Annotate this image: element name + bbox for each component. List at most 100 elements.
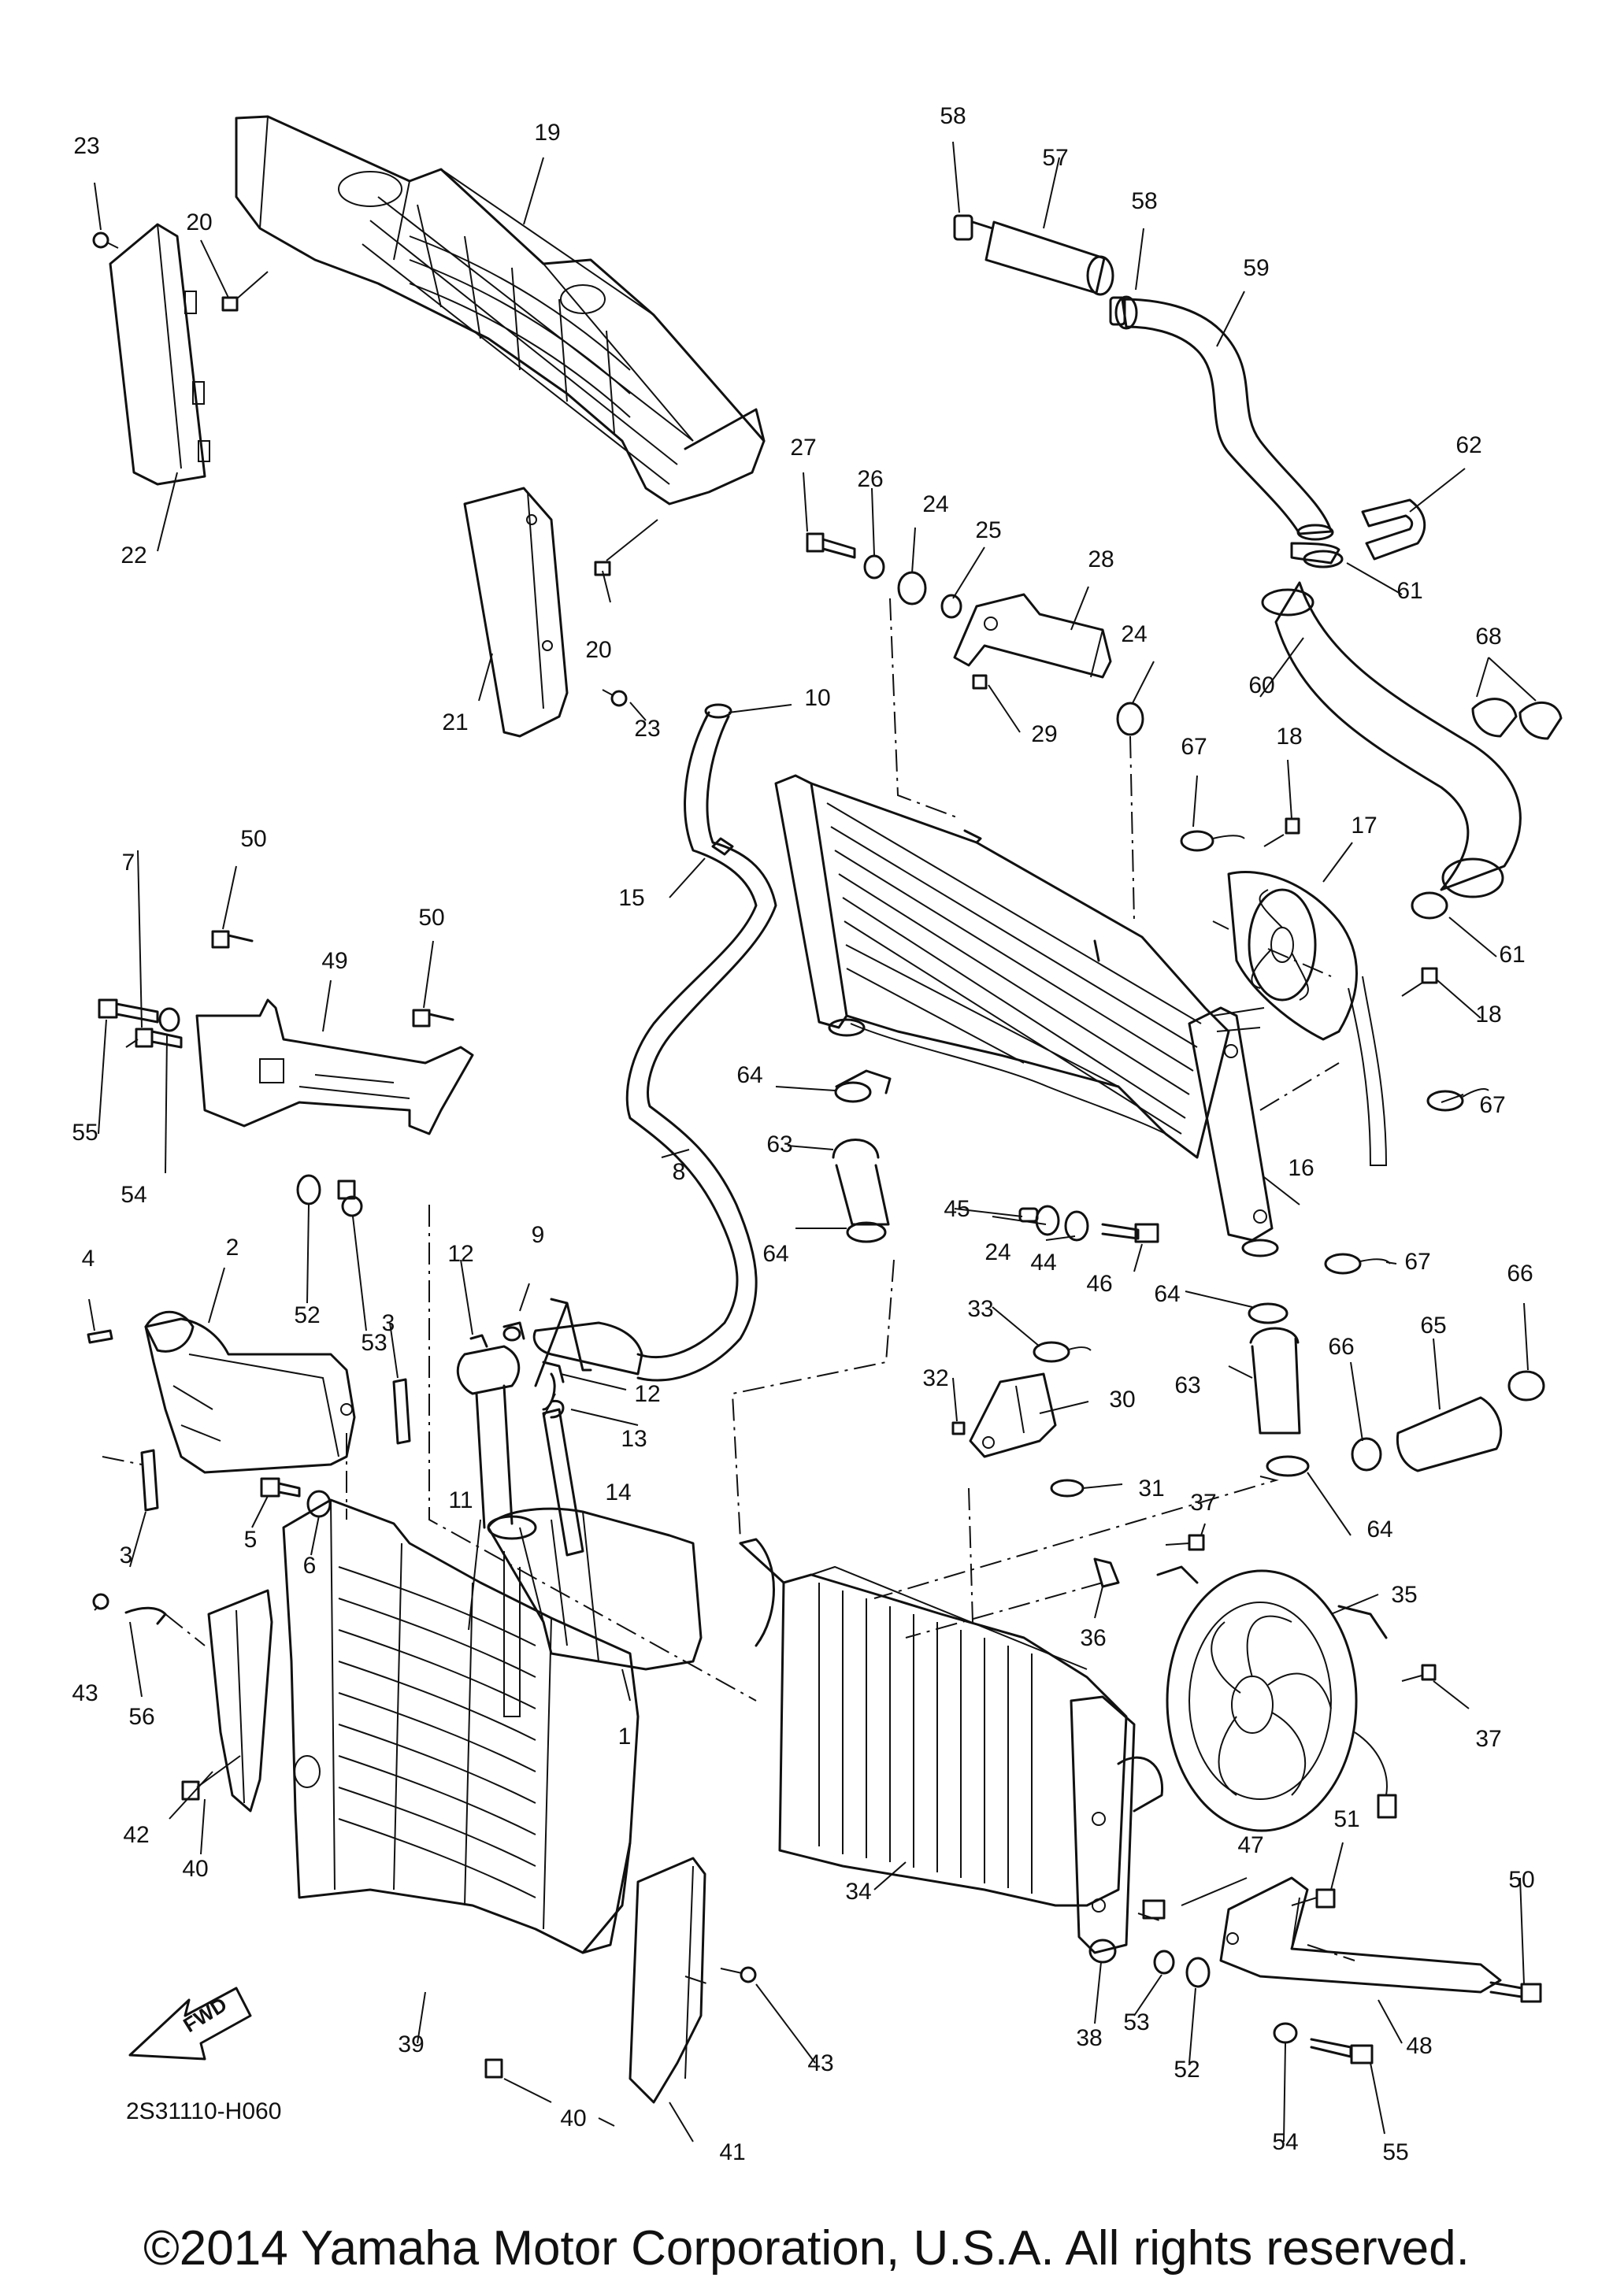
- callout-28: 28: [1088, 546, 1114, 572]
- callout-50: 50: [1508, 1867, 1534, 1893]
- callout-61: 61: [1396, 578, 1422, 604]
- callout-64: 64: [736, 1062, 762, 1088]
- bracket-48-drawing: [1219, 1876, 1502, 1994]
- callout-24: 24: [922, 491, 948, 517]
- side-cover-42-drawing: [207, 1589, 273, 1813]
- upper-radiator-cover-drawing: [235, 115, 766, 505]
- callout-8: 8: [673, 1159, 686, 1185]
- fasteners-37-upper: [1165, 1534, 1205, 1551]
- callout-48: 48: [1406, 2033, 1432, 2059]
- callout-50: 50: [240, 826, 266, 852]
- callout-67: 67: [1181, 734, 1207, 760]
- hose-8-drawing: [532, 703, 777, 1382]
- callout-67: 67: [1404, 1249, 1430, 1275]
- callout-10: 10: [804, 685, 830, 711]
- callout-32: 32: [922, 1365, 948, 1391]
- callout-24: 24: [1121, 621, 1147, 647]
- fan-35-drawing: [1156, 1565, 1397, 1832]
- callout-6: 6: [303, 1553, 317, 1579]
- callout-65: 65: [1420, 1313, 1446, 1339]
- callout-43: 43: [807, 2050, 833, 2076]
- callout-20: 20: [585, 637, 611, 663]
- fasteners-47-51-52-53-54-55-50: [1142, 1888, 1542, 2065]
- clip-36: [1093, 1557, 1120, 1588]
- callout-43: 43: [72, 1680, 98, 1706]
- callout-52: 52: [1174, 2057, 1200, 2083]
- callout-37: 37: [1475, 1726, 1501, 1752]
- callout-51: 51: [1333, 1806, 1359, 1832]
- callout-58: 58: [1131, 188, 1157, 214]
- clip-61-upper: [1303, 550, 1344, 568]
- callout-38: 38: [1076, 2025, 1102, 2051]
- callout-64: 64: [762, 1241, 788, 1267]
- callout-20: 20: [186, 209, 212, 235]
- callout-23: 23: [73, 133, 99, 159]
- callout-3: 3: [382, 1310, 395, 1336]
- callout-64: 64: [1154, 1281, 1180, 1307]
- callout-7: 7: [122, 850, 135, 876]
- bolt-23-top: [92, 231, 119, 249]
- bolt-37-right: [1401, 1664, 1437, 1682]
- bolt-20-top: [221, 271, 269, 312]
- callout-53: 53: [1123, 2009, 1149, 2035]
- callout-47: 47: [1237, 1832, 1263, 1858]
- callout-50: 50: [418, 905, 444, 931]
- callout-42: 42: [123, 1822, 149, 1848]
- bolt-38: [1088, 1939, 1117, 1964]
- callout-33: 33: [967, 1296, 993, 1322]
- bolt-23-lower: [602, 689, 628, 707]
- fan-17-drawing: [1227, 871, 1388, 1166]
- hose-60-drawing: [1261, 581, 1522, 898]
- callout-14: 14: [605, 1479, 631, 1505]
- reference-lines: [102, 598, 1355, 1985]
- callout-24: 24: [984, 1239, 1010, 1265]
- clips-9-12-13: [469, 1321, 565, 1419]
- callout-5: 5: [244, 1527, 258, 1553]
- callout-31: 31: [1138, 1476, 1164, 1502]
- callout-54: 54: [121, 1182, 146, 1208]
- bolt-32: [951, 1421, 966, 1435]
- clip-67-upper: [1180, 830, 1245, 852]
- clip-33: [1033, 1341, 1092, 1363]
- copyright-notice: ©2014 Yamaha Motor Corporation, U.S.A. A…: [143, 2221, 1470, 2276]
- callout-29: 29: [1031, 721, 1057, 747]
- callout-49: 49: [321, 948, 347, 974]
- callout-12: 12: [634, 1381, 660, 1407]
- callout-17: 17: [1351, 813, 1377, 839]
- air-duct-2-drawing: [144, 1310, 356, 1474]
- clip-31: [1050, 1479, 1085, 1498]
- callout-21: 21: [442, 709, 468, 735]
- callout-62: 62: [1455, 432, 1481, 458]
- callout-53: 53: [361, 1330, 387, 1356]
- lower-cover-39-drawing: [282, 1498, 640, 1954]
- bolt-20-lower: [594, 519, 658, 576]
- forward-arrow: FWD: [128, 1987, 252, 2061]
- side-cover-21-drawing: [463, 487, 569, 738]
- callout-61: 61: [1499, 942, 1525, 968]
- callout-56: 56: [128, 1704, 154, 1730]
- clip-62: [1361, 498, 1426, 561]
- callout-57: 57: [1042, 145, 1068, 171]
- callout-34: 34: [845, 1879, 871, 1905]
- callout-2: 2: [226, 1235, 239, 1261]
- callout-45: 45: [944, 1196, 970, 1222]
- fasteners-7-50-52-53-54-55-left: [98, 930, 454, 1217]
- callout-68: 68: [1475, 624, 1501, 650]
- radiator-16-drawing: [774, 774, 1279, 1257]
- bolt-18-lower: [1401, 967, 1438, 997]
- pads-3-4: [87, 1329, 411, 1512]
- hose-14-drawing: [542, 1408, 584, 1557]
- callout-44: 44: [1030, 1250, 1056, 1276]
- callout-25: 25: [975, 517, 1001, 543]
- callout-35: 35: [1391, 1582, 1417, 1608]
- callout-9: 9: [532, 1222, 545, 1248]
- callout-60: 60: [1248, 672, 1274, 698]
- callout-11: 11: [448, 1487, 473, 1513]
- bolts-40-43-56: [92, 1593, 757, 2079]
- hose-63-upper: [832, 1069, 892, 1243]
- callout-58: 58: [940, 103, 966, 129]
- callout-40: 40: [182, 1856, 208, 1882]
- callout-39: 39: [398, 2031, 424, 2057]
- callout-40: 40: [560, 2105, 586, 2131]
